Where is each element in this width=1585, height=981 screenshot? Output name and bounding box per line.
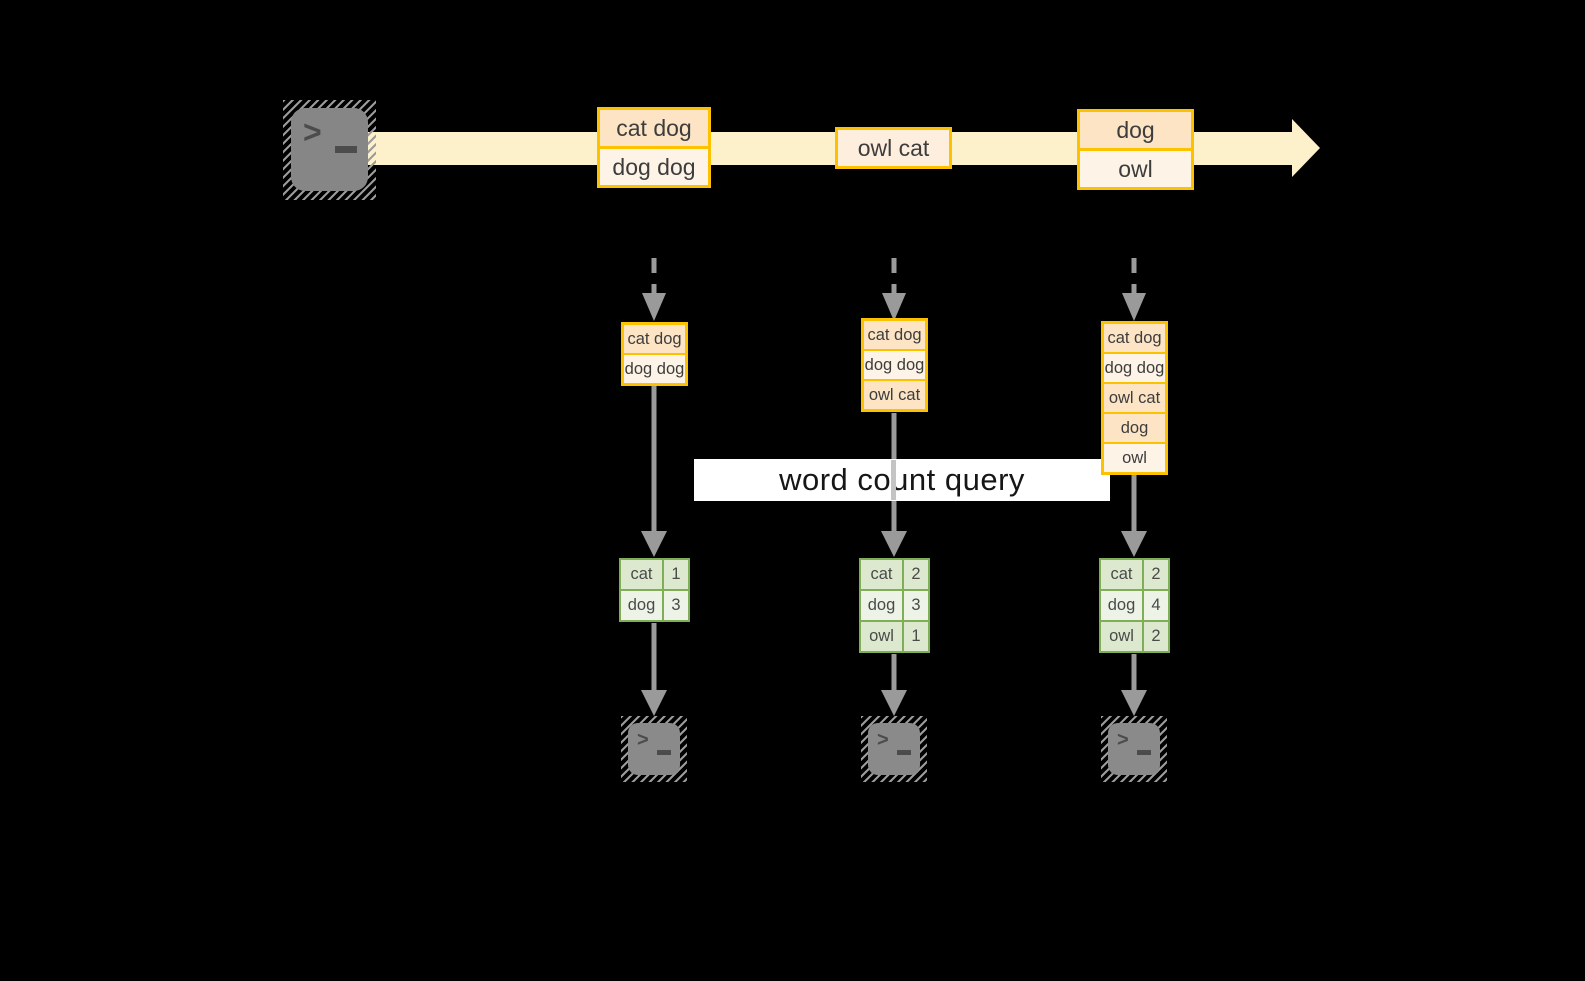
terminal-screen: > bbox=[868, 723, 920, 775]
event-record: owl bbox=[1080, 148, 1191, 187]
terminal-screen: > bbox=[628, 723, 680, 775]
batch-record: cat dog bbox=[624, 325, 685, 353]
output-arrow-1 bbox=[641, 623, 667, 716]
batch-record: dog dog bbox=[624, 353, 685, 383]
count-cell: 1 bbox=[904, 622, 928, 651]
terminal-cursor-icon bbox=[657, 750, 671, 755]
terminal-cursor-icon bbox=[897, 750, 911, 755]
terminal-prompt-icon: > bbox=[637, 729, 649, 751]
micro-batch-3: cat dog dog dog owl cat dog owl bbox=[1101, 321, 1168, 475]
query-arrow-through-banner bbox=[891, 460, 896, 500]
micro-batch-1: cat dog dog dog bbox=[621, 322, 688, 386]
output-arrow-3 bbox=[1121, 654, 1147, 716]
query-arrow-3 bbox=[1121, 475, 1147, 557]
event-record: cat dog bbox=[600, 110, 708, 146]
word-cell: dog bbox=[861, 591, 902, 620]
batch-record: dog dog bbox=[864, 349, 925, 379]
ingest-arrow-3 bbox=[1122, 258, 1146, 321]
word-cell: dog bbox=[621, 591, 662, 620]
ingest-arrows bbox=[642, 258, 1146, 321]
batch-record: owl bbox=[1104, 442, 1165, 472]
source-terminal-icon: > bbox=[283, 100, 376, 200]
banner: word count query bbox=[694, 459, 1110, 501]
word-cell: cat bbox=[621, 560, 662, 589]
ingest-arrow-2 bbox=[882, 258, 906, 321]
word-cell: dog bbox=[1101, 591, 1142, 620]
count-table-1: cat 1 dog 3 bbox=[619, 558, 690, 622]
count-cell: 3 bbox=[904, 591, 928, 620]
event-box-2: owl cat bbox=[835, 127, 952, 169]
count-cell: 3 bbox=[664, 591, 688, 620]
batch-record: cat dog bbox=[864, 321, 925, 349]
ingest-arrow-1 bbox=[642, 258, 666, 321]
word-cell: cat bbox=[861, 560, 902, 589]
batch-record: owl cat bbox=[864, 379, 925, 409]
output-terminal-icon-3: > bbox=[1101, 716, 1167, 782]
terminal-prompt-icon: > bbox=[303, 114, 322, 150]
terminal-screen: > bbox=[1108, 723, 1160, 775]
terminal-prompt-icon: > bbox=[1117, 729, 1129, 751]
terminal-cursor-icon bbox=[1137, 750, 1151, 755]
count-cell: 2 bbox=[1144, 560, 1168, 589]
banner-label: word count query bbox=[779, 462, 1025, 497]
event-box-3: dog owl bbox=[1077, 109, 1194, 190]
terminal-prompt-icon: > bbox=[877, 729, 889, 751]
event-record: dog dog bbox=[600, 146, 708, 185]
batch-record: dog bbox=[1104, 412, 1165, 442]
output-terminal-icon-1: > bbox=[621, 716, 687, 782]
terminal-screen: > bbox=[291, 108, 368, 191]
count-cell: 2 bbox=[1144, 622, 1168, 651]
word-cell: owl bbox=[861, 622, 902, 651]
batch-record: owl cat bbox=[1104, 382, 1165, 412]
word-cell: owl bbox=[1101, 622, 1142, 651]
event-record: owl cat bbox=[838, 130, 949, 166]
event-record: dog bbox=[1080, 112, 1191, 148]
query-arrow-1 bbox=[641, 386, 667, 557]
output-arrow-2 bbox=[881, 654, 907, 716]
count-cell: 1 bbox=[664, 560, 688, 589]
batch-record: dog dog bbox=[1104, 352, 1165, 382]
stream-band-arrowhead-icon bbox=[1292, 119, 1320, 177]
count-table-2: cat 2 dog 3 owl 1 bbox=[859, 558, 930, 653]
count-cell: 2 bbox=[904, 560, 928, 589]
output-terminal-icon-2: > bbox=[861, 716, 927, 782]
output-arrows bbox=[641, 623, 1147, 716]
batch-record: cat dog bbox=[1104, 324, 1165, 352]
count-table-3: cat 2 dog 4 owl 2 bbox=[1099, 558, 1170, 653]
word-cell: cat bbox=[1101, 560, 1142, 589]
terminal-cursor-icon bbox=[335, 146, 357, 153]
event-box-1: cat dog dog dog bbox=[597, 107, 711, 188]
micro-batch-2: cat dog dog dog owl cat bbox=[861, 318, 928, 412]
count-cell: 4 bbox=[1144, 591, 1168, 620]
